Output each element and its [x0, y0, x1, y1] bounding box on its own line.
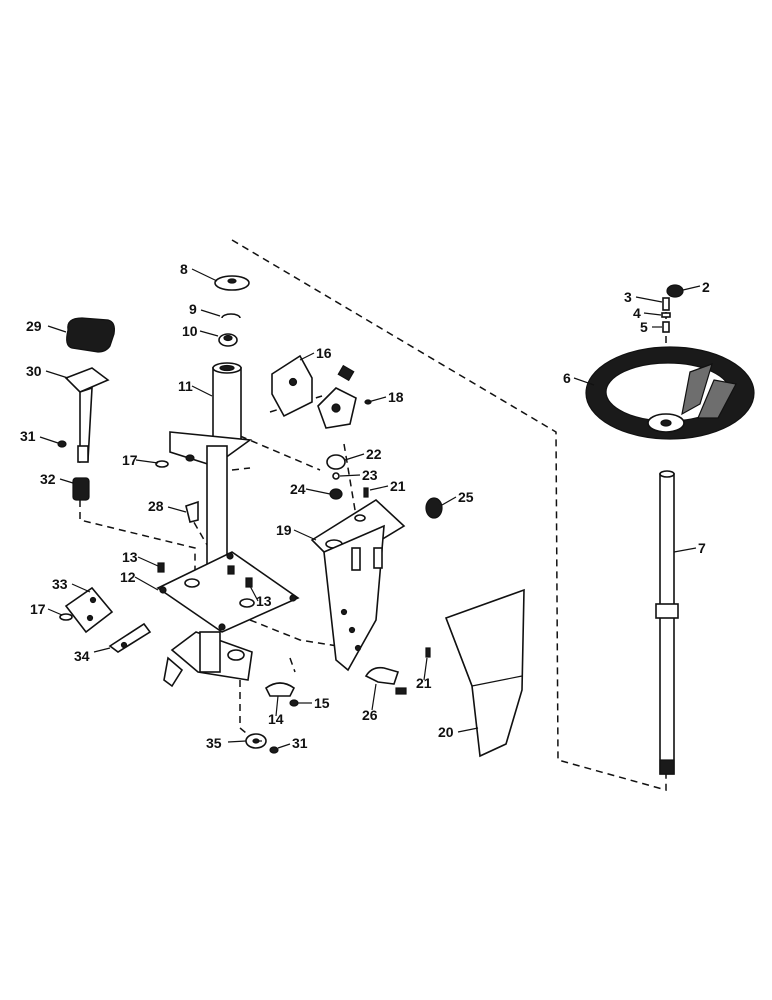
label-11: 11: [178, 378, 193, 394]
steering-wheel-assembly: [585, 284, 755, 775]
label-15: 15: [314, 695, 330, 711]
label-7: 7: [698, 540, 706, 556]
label-30: 30: [26, 363, 42, 379]
label-17-bottom: 17: [30, 601, 46, 617]
label-18: 18: [388, 389, 404, 405]
label-10: 10: [182, 323, 198, 339]
label-34: 34: [74, 648, 90, 664]
label-24: 24: [290, 481, 306, 497]
label-22: 22: [366, 446, 382, 462]
brake-pedal-assembly: [64, 317, 152, 653]
label-17-top: 17: [122, 452, 138, 468]
label-2: 2: [702, 279, 710, 295]
label-25: 25: [458, 489, 474, 505]
label-26: 26: [362, 707, 378, 723]
part-labels: 2 3 4 5 6 7 8 9 10 11 12 13 13 14 15 16 …: [20, 261, 710, 751]
label-21-bottom: 21: [416, 675, 432, 691]
label-6: 6: [563, 370, 571, 386]
label-12: 12: [120, 569, 136, 585]
label-9: 9: [189, 301, 197, 317]
label-13-bottom: 13: [256, 593, 272, 609]
label-4: 4: [633, 305, 641, 321]
label-23: 23: [362, 467, 378, 483]
label-8: 8: [180, 261, 188, 277]
steering-column-assembly: [156, 275, 300, 688]
label-28: 28: [148, 498, 164, 514]
label-16: 16: [316, 345, 332, 361]
label-35: 35: [206, 735, 222, 751]
label-3: 3: [624, 289, 632, 305]
label-5: 5: [640, 319, 648, 335]
bracket-parts: [185, 354, 525, 758]
label-19: 19: [276, 522, 292, 538]
leader-lines: [39, 268, 701, 749]
label-20: 20: [438, 724, 454, 740]
label-31-bottom: 31: [292, 735, 308, 751]
label-21-top: 21: [390, 478, 406, 494]
label-33: 33: [52, 576, 68, 592]
label-13-top: 13: [122, 549, 138, 565]
label-29: 29: [26, 318, 42, 334]
label-32: 32: [40, 471, 56, 487]
label-14: 14: [268, 711, 284, 727]
label-31-top: 31: [20, 428, 36, 444]
